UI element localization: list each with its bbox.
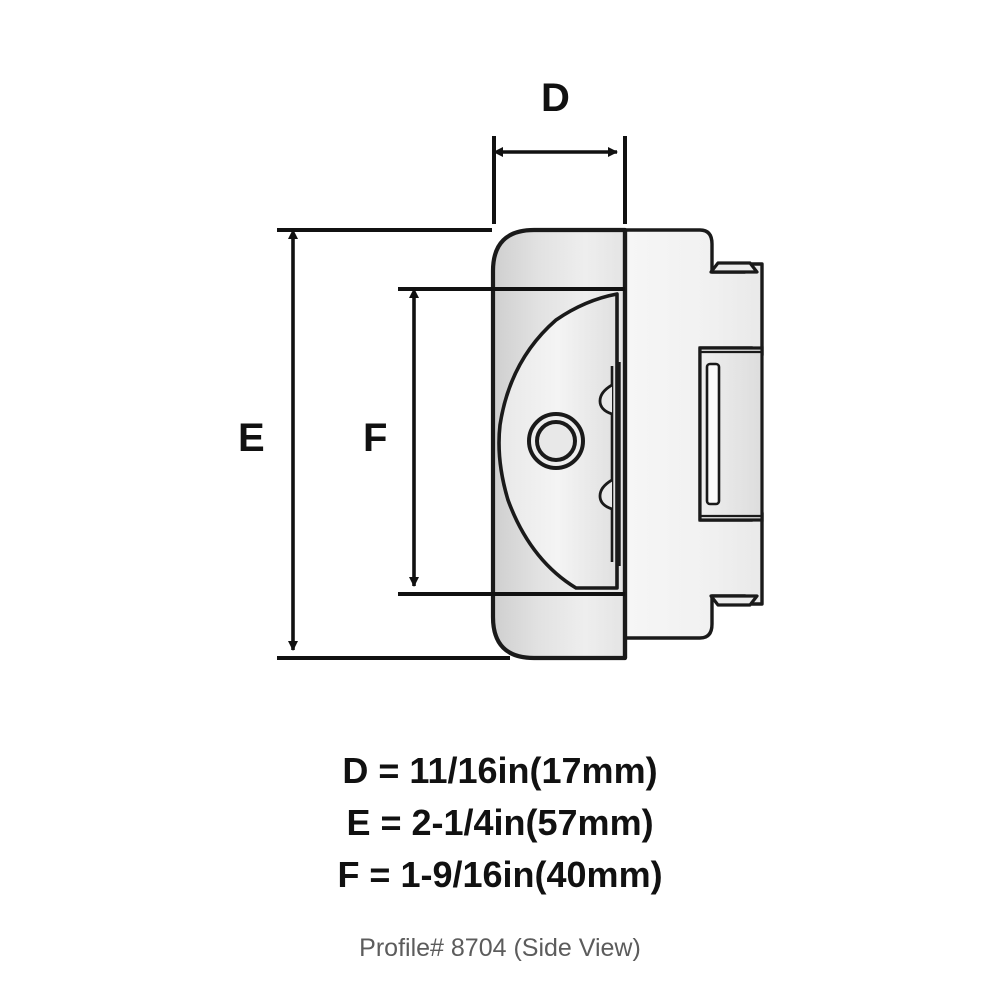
legend-row-f: F = 1-9/16in(40mm) — [337, 854, 663, 895]
legend-row-d: D = 11/16in(17mm) — [342, 750, 658, 791]
dimension-d — [492, 136, 627, 224]
top-mounting-tab — [709, 261, 759, 274]
pivot-boss-ring — [527, 412, 585, 470]
legend-row-e: E = 2-1/4in(57mm) — [346, 802, 654, 843]
center-block-slot — [698, 346, 764, 522]
vertical-rib — [598, 362, 621, 566]
diagram-caption: Profile# 8704 (Side View) — [359, 934, 641, 962]
dimension-label-e: E — [238, 416, 265, 460]
dimension-label-f: F — [363, 416, 388, 460]
dimension-e — [277, 228, 510, 660]
dimension-f — [398, 287, 625, 596]
bottom-mounting-tab — [709, 594, 759, 607]
dimension-label-d: D — [541, 76, 570, 120]
